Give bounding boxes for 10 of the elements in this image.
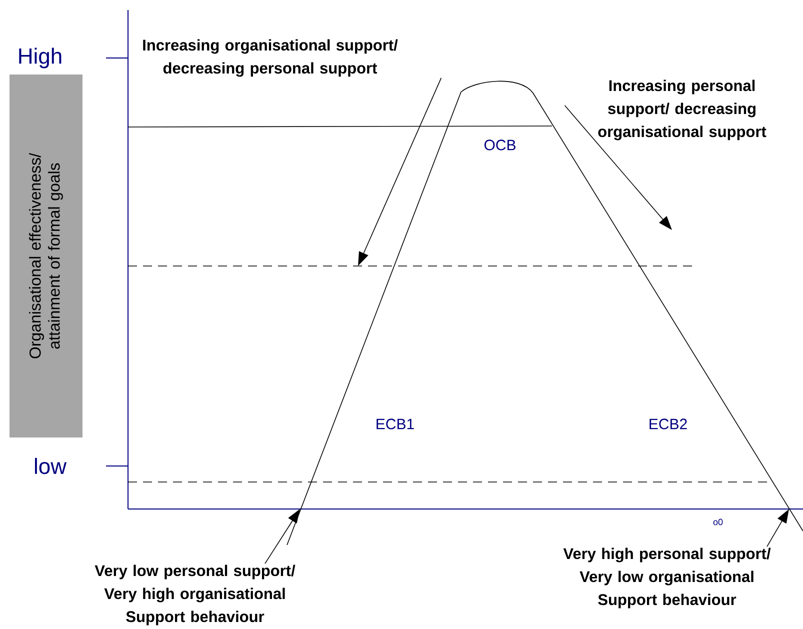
axis-label: ECB1 <box>376 418 414 430</box>
annotation-text: Increasing personal support/ decreasing organisational support <box>598 80 766 140</box>
annotation-text: Very low personal support/ Very high organisational Support behaviour <box>94 564 296 626</box>
axis-label: ECB2 <box>650 418 687 430</box>
axis-label: low <box>35 458 67 474</box>
annotation-text: Increasing organisational support/ decreasing personal support <box>143 39 398 77</box>
annotation-text: Very high personal support/ Very low organisational Support behaviour <box>563 548 771 608</box>
axis-label: OCB <box>484 140 516 150</box>
axis-label: o0 <box>713 518 723 526</box>
axis-title-box: Organisational effectiveness/ attainment of formal goals <box>10 74 82 438</box>
